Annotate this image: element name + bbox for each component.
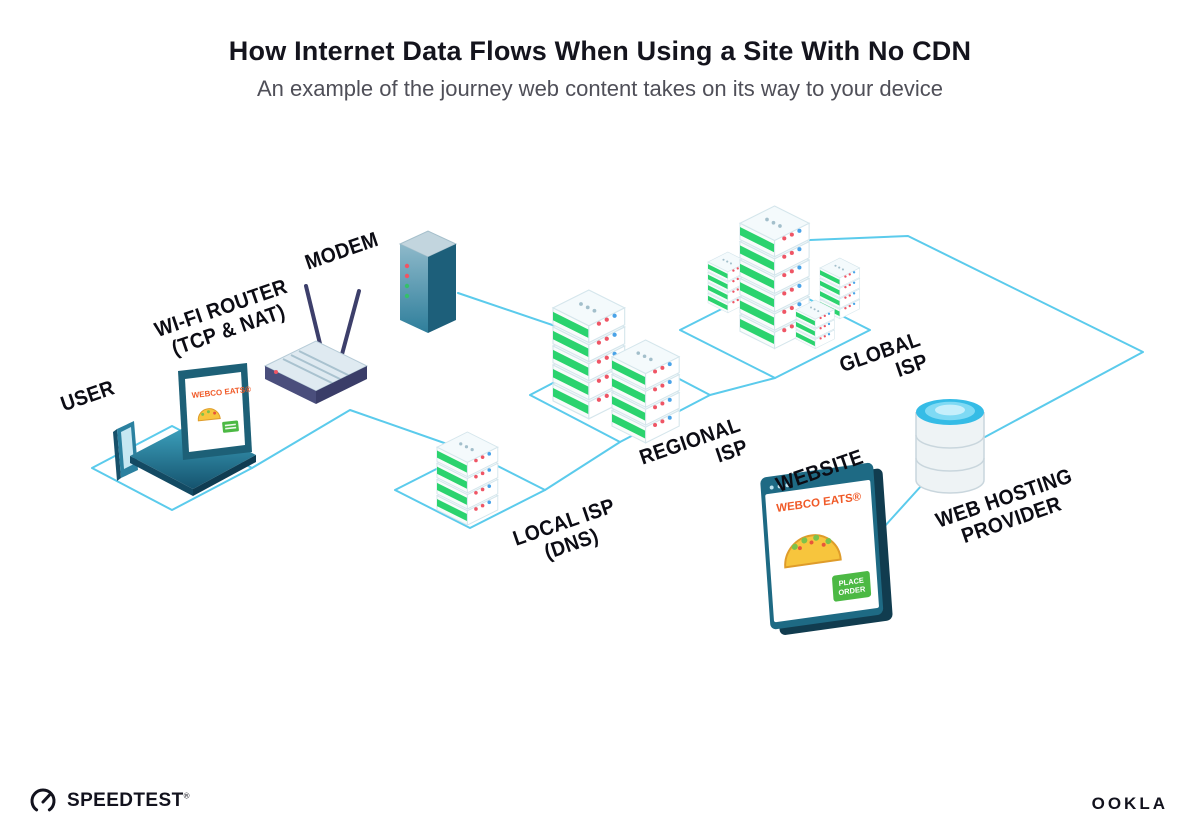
speedtest-wordmark: SPEEDTEST® [67,790,190,812]
line-regional-global [709,377,776,396]
browser-dot-icon [769,484,774,490]
header: How Internet Data Flows When Using a Sit… [0,36,1200,102]
line-website-hosting [873,484,923,539]
line-local-regional [544,441,621,491]
line-global-hosting [809,235,1144,438]
wifi-router-icon [263,284,369,404]
router-antenna [339,289,361,360]
website-browser-window: WEBCO EATS® PLACE ORDER [760,462,884,630]
laptop-taco-icon [197,408,221,422]
router-antenna [304,284,324,354]
taco-illustration [780,526,844,576]
speedtest-gauge-icon [30,788,56,812]
speedtest-logo: SPEEDTEST® [28,787,190,815]
page-subtitle: An example of the journey web content ta… [256,76,944,101]
speedtest-text: SPEEDTEST [67,790,184,811]
server-stack-regional-isp [552,289,680,444]
place-order-button[interactable]: PLACE ORDER [831,570,872,602]
database-icon [915,399,985,494]
line-user-local-isp [251,409,471,469]
browser-page: WEBCO EATS® PLACE ORDER [765,479,880,623]
laptop-order-badge [222,420,239,433]
speedtest-trademark: ® [183,791,190,801]
server-stack-local-isp [436,431,499,526]
ookla-logo: OOKLA [1091,794,1168,813]
laptop-icon: WEBCO EATS® [113,363,256,496]
server-stack-global-isp [707,205,860,350]
modem-icon [398,230,458,333]
page-title: How Internet Data Flows When Using a Sit… [228,36,972,66]
